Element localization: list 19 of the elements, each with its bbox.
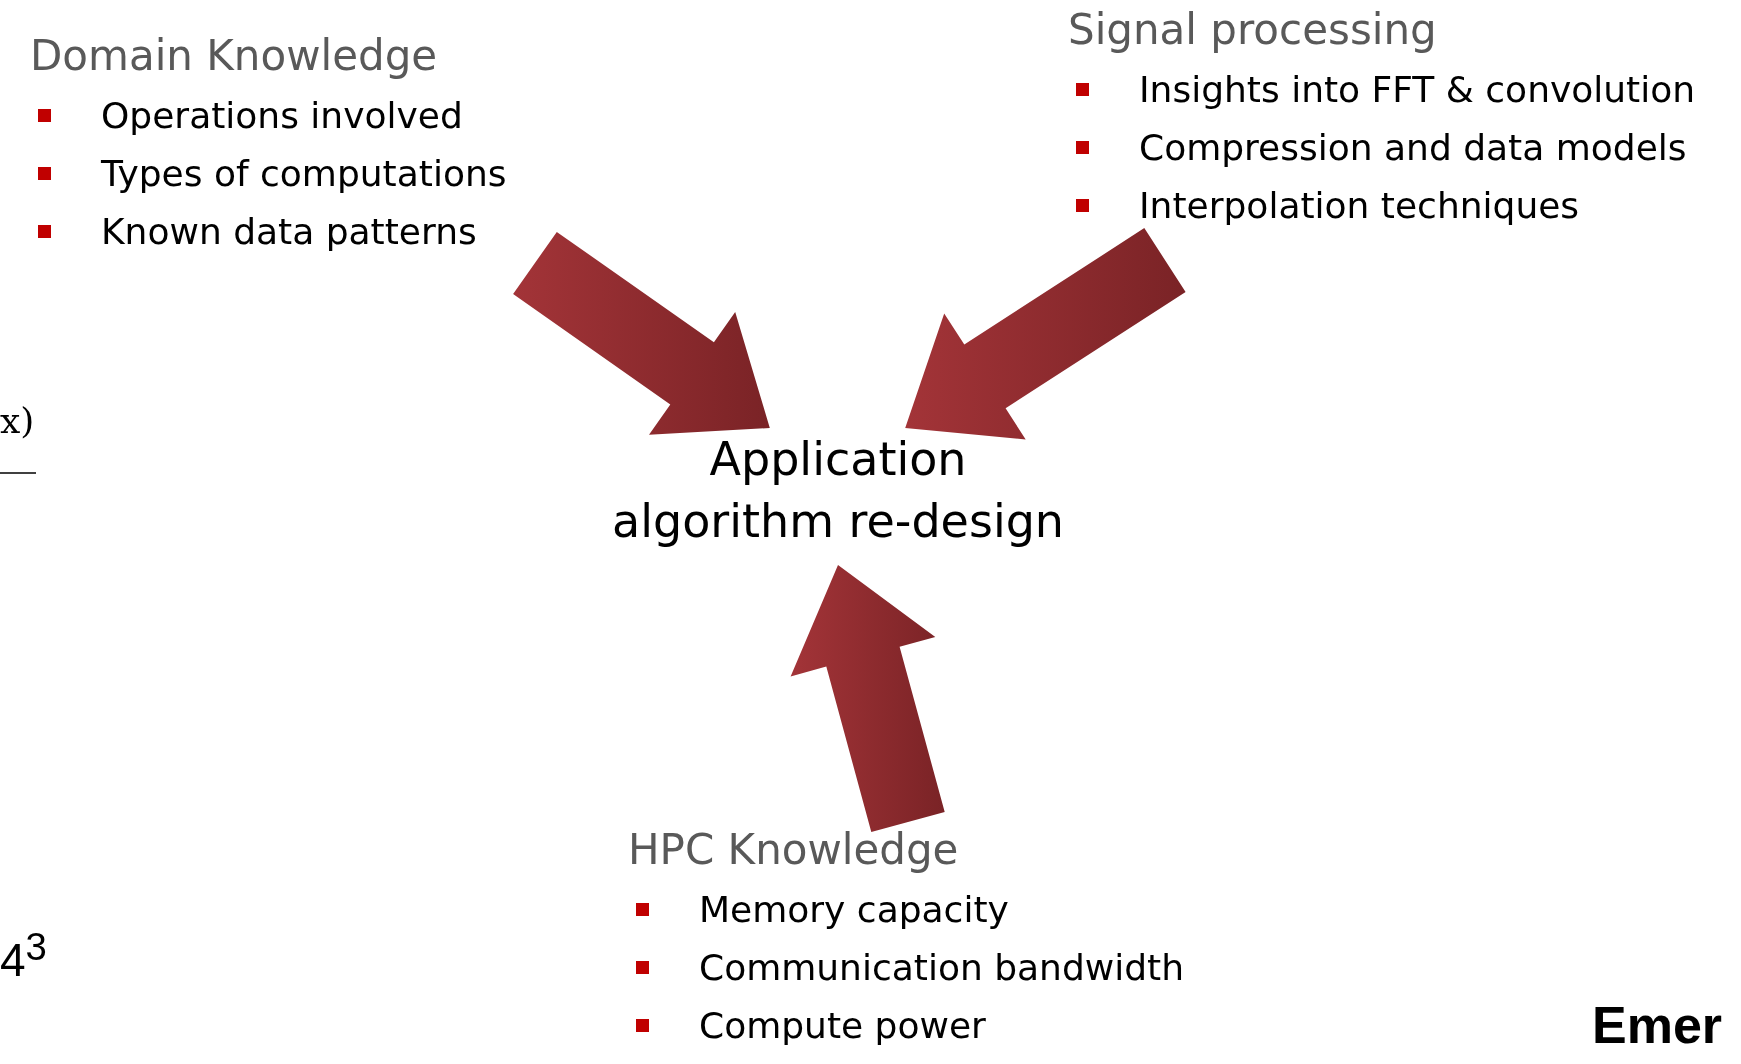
- bullet-text: Communication bandwidth: [699, 947, 1184, 989]
- bullet-text: Insights into FFT & convolution: [1139, 69, 1696, 111]
- bullet-text: Compute power: [699, 1005, 986, 1047]
- block-arrow: [790, 565, 945, 832]
- bullet-text: Compression and data models: [1139, 127, 1687, 169]
- bullet-text: Operations involved: [101, 95, 463, 137]
- section-heading: Signal processing: [1068, 4, 1437, 56]
- bullet-text: Interpolation techniques: [1139, 185, 1580, 227]
- fragment-text: x): [0, 400, 35, 441]
- section-heading: HPC Knowledge: [628, 824, 959, 876]
- fragment-text: Emer: [1592, 995, 1723, 1055]
- block-arrow: [905, 228, 1186, 440]
- bullet-text: Types of computations: [101, 153, 507, 195]
- center-title: Application algorithm re-design: [611, 431, 1065, 551]
- section-heading: Domain Knowledge: [30, 30, 438, 82]
- fragment-text: 4$^{3}$: [0, 925, 47, 988]
- block-arrow: [513, 231, 770, 435]
- bullet-text: Memory capacity: [699, 889, 1009, 931]
- bullet-text: Known data patterns: [101, 211, 477, 253]
